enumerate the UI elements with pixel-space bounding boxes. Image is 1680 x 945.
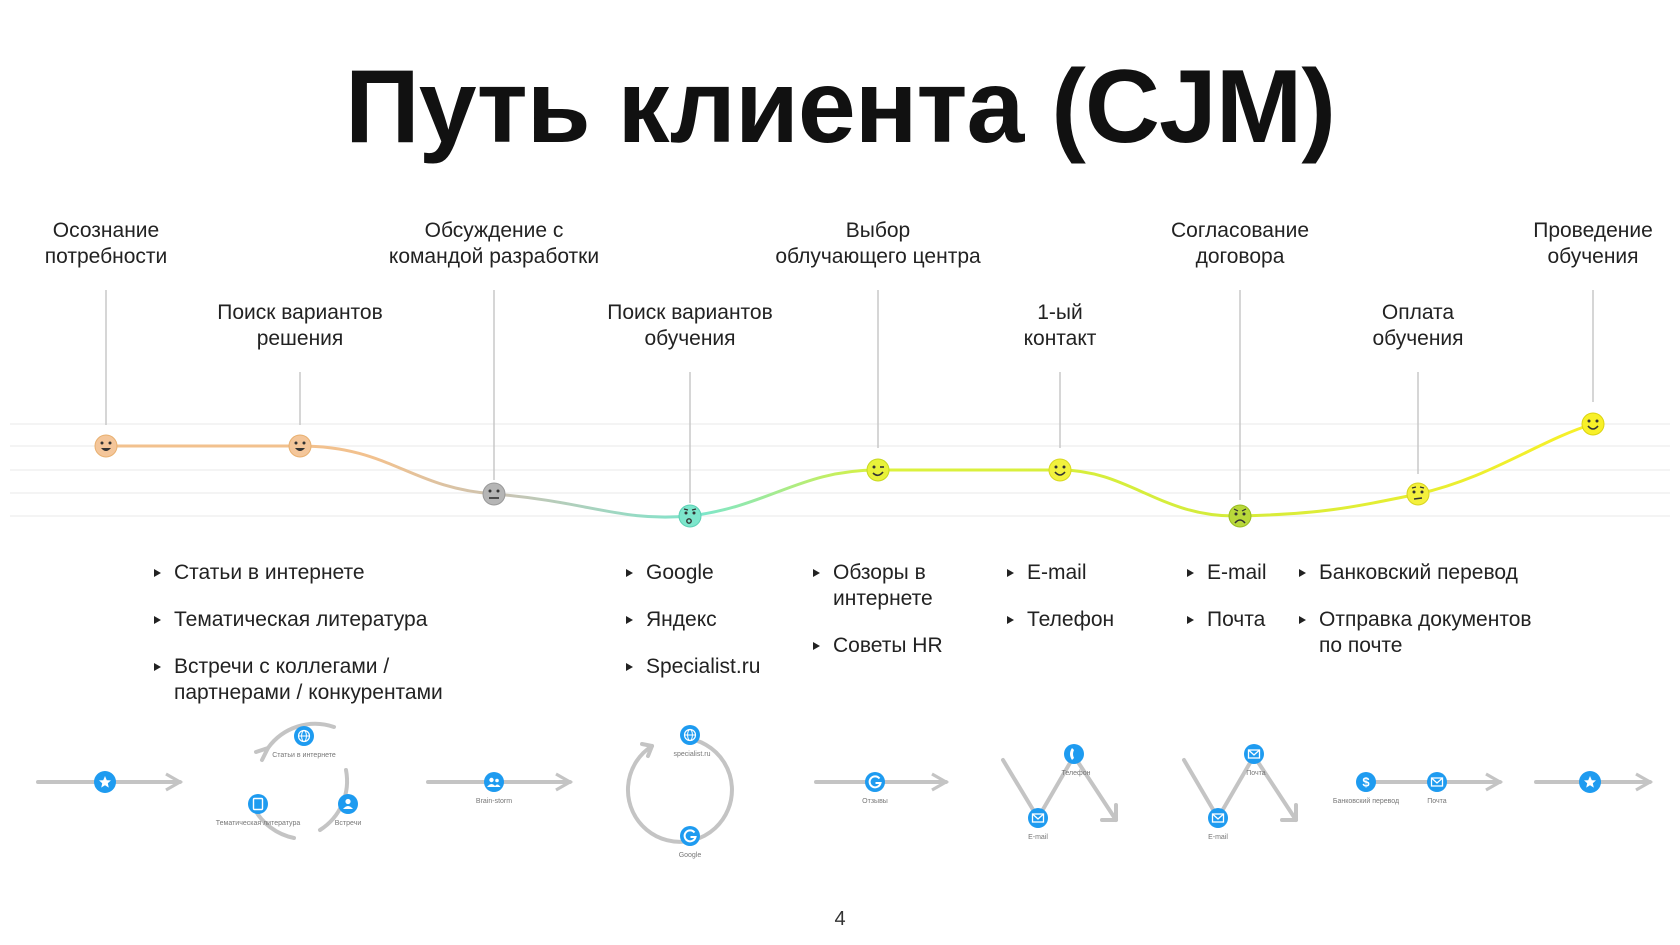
channels-first-contact: E-mail Телефон: [1005, 560, 1155, 654]
list-item: E-mail: [1005, 560, 1155, 586]
google-icon: [680, 826, 700, 846]
page-number: 4: [834, 908, 846, 930]
globe-icon: [680, 725, 700, 745]
caption-reviews: Отзывы: [862, 798, 888, 805]
list-item: Specialist.ru: [624, 654, 804, 680]
grid-lines: [10, 423, 1670, 517]
caption-post: Почта: [1427, 798, 1447, 805]
envelope-icon: [1208, 808, 1228, 828]
caption-articles: Статьи в интернете: [272, 752, 336, 759]
caption-meetings: Встречи: [335, 820, 362, 827]
list-item: Статьи в интернете: [152, 560, 482, 586]
leader-lines: [105, 290, 1594, 503]
caption-phone: Телефон: [1061, 770, 1090, 777]
process-zigzag-contact: [1001, 754, 1118, 822]
mood-happy-icon: [94, 434, 118, 458]
phone-icon: [1064, 744, 1084, 764]
mood-confused-icon: [678, 504, 702, 528]
mood-neutral-icon: [482, 482, 506, 506]
page-title: Путь клиента (CJM): [344, 49, 1336, 165]
mood-doubtful-icon: [1406, 482, 1430, 506]
mood-happy-icon: [1581, 412, 1605, 436]
caption-specialist: specialist.ru: [674, 751, 711, 758]
mood-happy-icon: [1048, 458, 1072, 482]
svg-text:$: $: [1362, 775, 1370, 790]
mood-happy-icon: [288, 434, 312, 458]
envelope-icon: [1427, 772, 1447, 792]
channels-center-choice: Обзоры в интернете Советы HR: [811, 560, 961, 680]
caption-email: E-mail: [1208, 834, 1228, 841]
list-item: Почта: [1185, 607, 1305, 633]
caption-email: E-mail: [1028, 834, 1048, 841]
list-item: Встречи с коллегами / партнерами / конку…: [152, 654, 464, 706]
list-item: Советы HR: [811, 633, 961, 659]
caption-bank: Банковский перевод: [1333, 797, 1399, 805]
list-item: E-mail: [1185, 560, 1305, 586]
channels-contract: E-mail Почта: [1185, 560, 1305, 654]
google-icon: [865, 772, 885, 792]
caption-google: Google: [679, 852, 702, 859]
envelope-icon: [1244, 744, 1264, 764]
mood-wink-icon: [866, 458, 890, 482]
list-item: Телефон: [1005, 607, 1155, 633]
envelope-icon: [1028, 808, 1048, 828]
channels-training-search: Google Яндекс Specialist.ru: [624, 560, 804, 701]
list-item: Тематическая литература: [152, 607, 482, 633]
caption-literature: Тематическая литература: [216, 820, 301, 827]
process-zigzag-contract: [1182, 754, 1298, 822]
channels-payment: Банковский перевод Отправка документов п…: [1297, 560, 1547, 680]
user-icon: [338, 794, 358, 814]
caption-mail: Почта: [1246, 770, 1266, 777]
dollar-icon: $: [1356, 772, 1376, 792]
book-icon: [248, 794, 268, 814]
star-icon: [94, 771, 116, 793]
list-item: Банковский перевод: [1297, 560, 1547, 586]
list-item: Отправка документов по почте: [1297, 607, 1549, 659]
globe-icon: [294, 726, 314, 746]
group-icon: [484, 772, 504, 792]
channels-solution-search: Статьи в интернете Тематическая литерату…: [152, 560, 482, 727]
list-item: Обзоры в интернете: [811, 560, 961, 612]
caption-brainstorm: Brain-storm: [476, 798, 512, 805]
list-item: Яндекс: [624, 607, 804, 633]
list-item: Google: [624, 560, 804, 586]
mood-sad-icon: [1228, 504, 1252, 528]
star-icon: [1579, 771, 1601, 793]
